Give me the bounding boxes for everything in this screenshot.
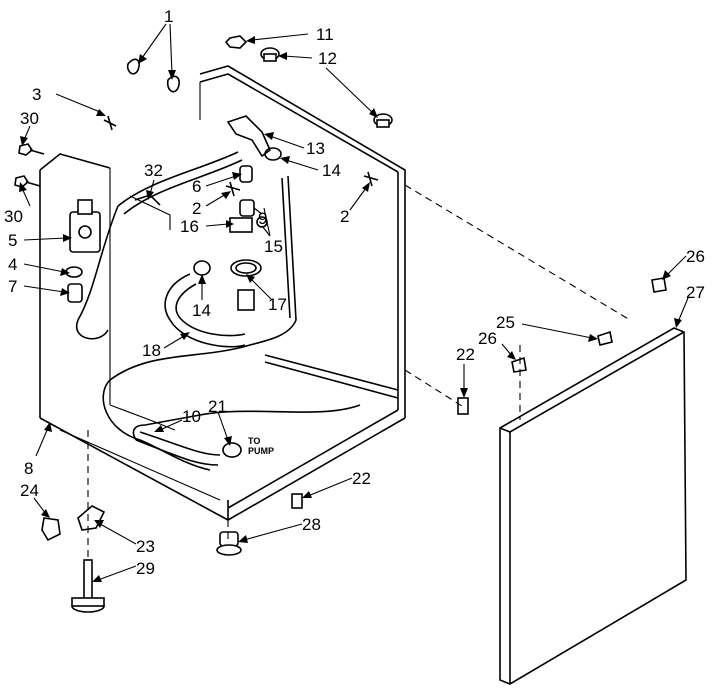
callout-28: 28 xyxy=(302,515,321,534)
part-29-leg xyxy=(71,559,105,613)
cabinet-frame xyxy=(39,65,406,521)
part-30-screw-a xyxy=(18,143,45,156)
callout-14-top: 14 xyxy=(322,161,341,180)
alignment-lines xyxy=(87,184,631,560)
callout-18: 18 xyxy=(142,341,161,360)
part-16-bracket xyxy=(229,217,253,233)
callout-15: 15 xyxy=(264,237,283,256)
part-3-screw xyxy=(103,115,117,131)
part-22-clip-a xyxy=(457,397,469,415)
callout-8: 8 xyxy=(24,459,33,478)
callout-6: 6 xyxy=(192,177,201,196)
callout-10: 10 xyxy=(182,407,201,426)
callout-24: 24 xyxy=(20,481,39,500)
part-1-clip-a xyxy=(126,58,140,75)
callout-29: 29 xyxy=(136,559,155,578)
callout-22-bottom: 22 xyxy=(352,469,371,488)
callout-23: 23 xyxy=(136,537,155,556)
part-4-washer xyxy=(65,266,83,278)
part-24-clip xyxy=(41,517,61,542)
callout-1: 1 xyxy=(164,7,173,26)
part-14-clamp-b xyxy=(193,260,211,276)
callout-labels: 1 2 2 3 4 5 6 7 8 9 10 11 12 13 14 14 15… xyxy=(4,7,705,578)
callout-13: 13 xyxy=(306,139,325,158)
callout-7: 7 xyxy=(8,277,17,296)
callout-32: 32 xyxy=(144,161,163,180)
part-11-nut xyxy=(224,35,248,49)
callout-30-top: 30 xyxy=(20,109,39,128)
part-9-cap xyxy=(239,199,255,217)
callout-5: 5 xyxy=(8,231,17,250)
annotation-pump: PUMP xyxy=(248,446,274,456)
part-25-clip xyxy=(597,330,613,346)
callout-2-center: 2 xyxy=(192,199,201,218)
callout-9: 9 xyxy=(258,209,267,228)
part-28-foot xyxy=(216,531,242,556)
callout-27: 27 xyxy=(686,283,705,302)
leader-lines xyxy=(19,23,689,582)
callout-4: 4 xyxy=(8,255,17,274)
part-21-clamp xyxy=(222,442,242,458)
part-26-clip-a xyxy=(651,277,667,293)
callout-2-right: 2 xyxy=(340,207,349,226)
callout-26-mid: 26 xyxy=(478,329,497,348)
part-7-fitting xyxy=(67,283,83,303)
callout-12: 12 xyxy=(318,49,337,68)
part-17-clamp xyxy=(230,259,262,277)
callout-17: 17 xyxy=(268,295,287,314)
callout-25: 25 xyxy=(496,313,515,332)
part-26-clip-b xyxy=(511,356,527,373)
callout-16: 16 xyxy=(180,217,199,236)
part-13-elbow xyxy=(226,115,271,158)
callout-11: 11 xyxy=(316,25,334,44)
callout-22-right: 22 xyxy=(456,345,475,364)
part-2-screw-a xyxy=(225,181,241,197)
hoses xyxy=(75,151,361,471)
part-22-clip-b xyxy=(291,493,303,509)
annotation-to: TO xyxy=(248,436,260,446)
callout-26-top: 26 xyxy=(686,247,705,266)
callout-21: 21 xyxy=(208,397,227,416)
part-30-screw-b xyxy=(14,175,41,188)
callout-3: 3 xyxy=(32,85,41,104)
part-14-clamp-a xyxy=(264,147,282,161)
part-1-clip-b xyxy=(166,75,180,93)
parts xyxy=(14,35,667,613)
part-2-screw-b xyxy=(363,171,379,187)
callout-14-lower: 14 xyxy=(192,301,211,320)
callout-30-bottom: 30 xyxy=(4,207,23,226)
part-27-front-panel xyxy=(499,327,687,685)
